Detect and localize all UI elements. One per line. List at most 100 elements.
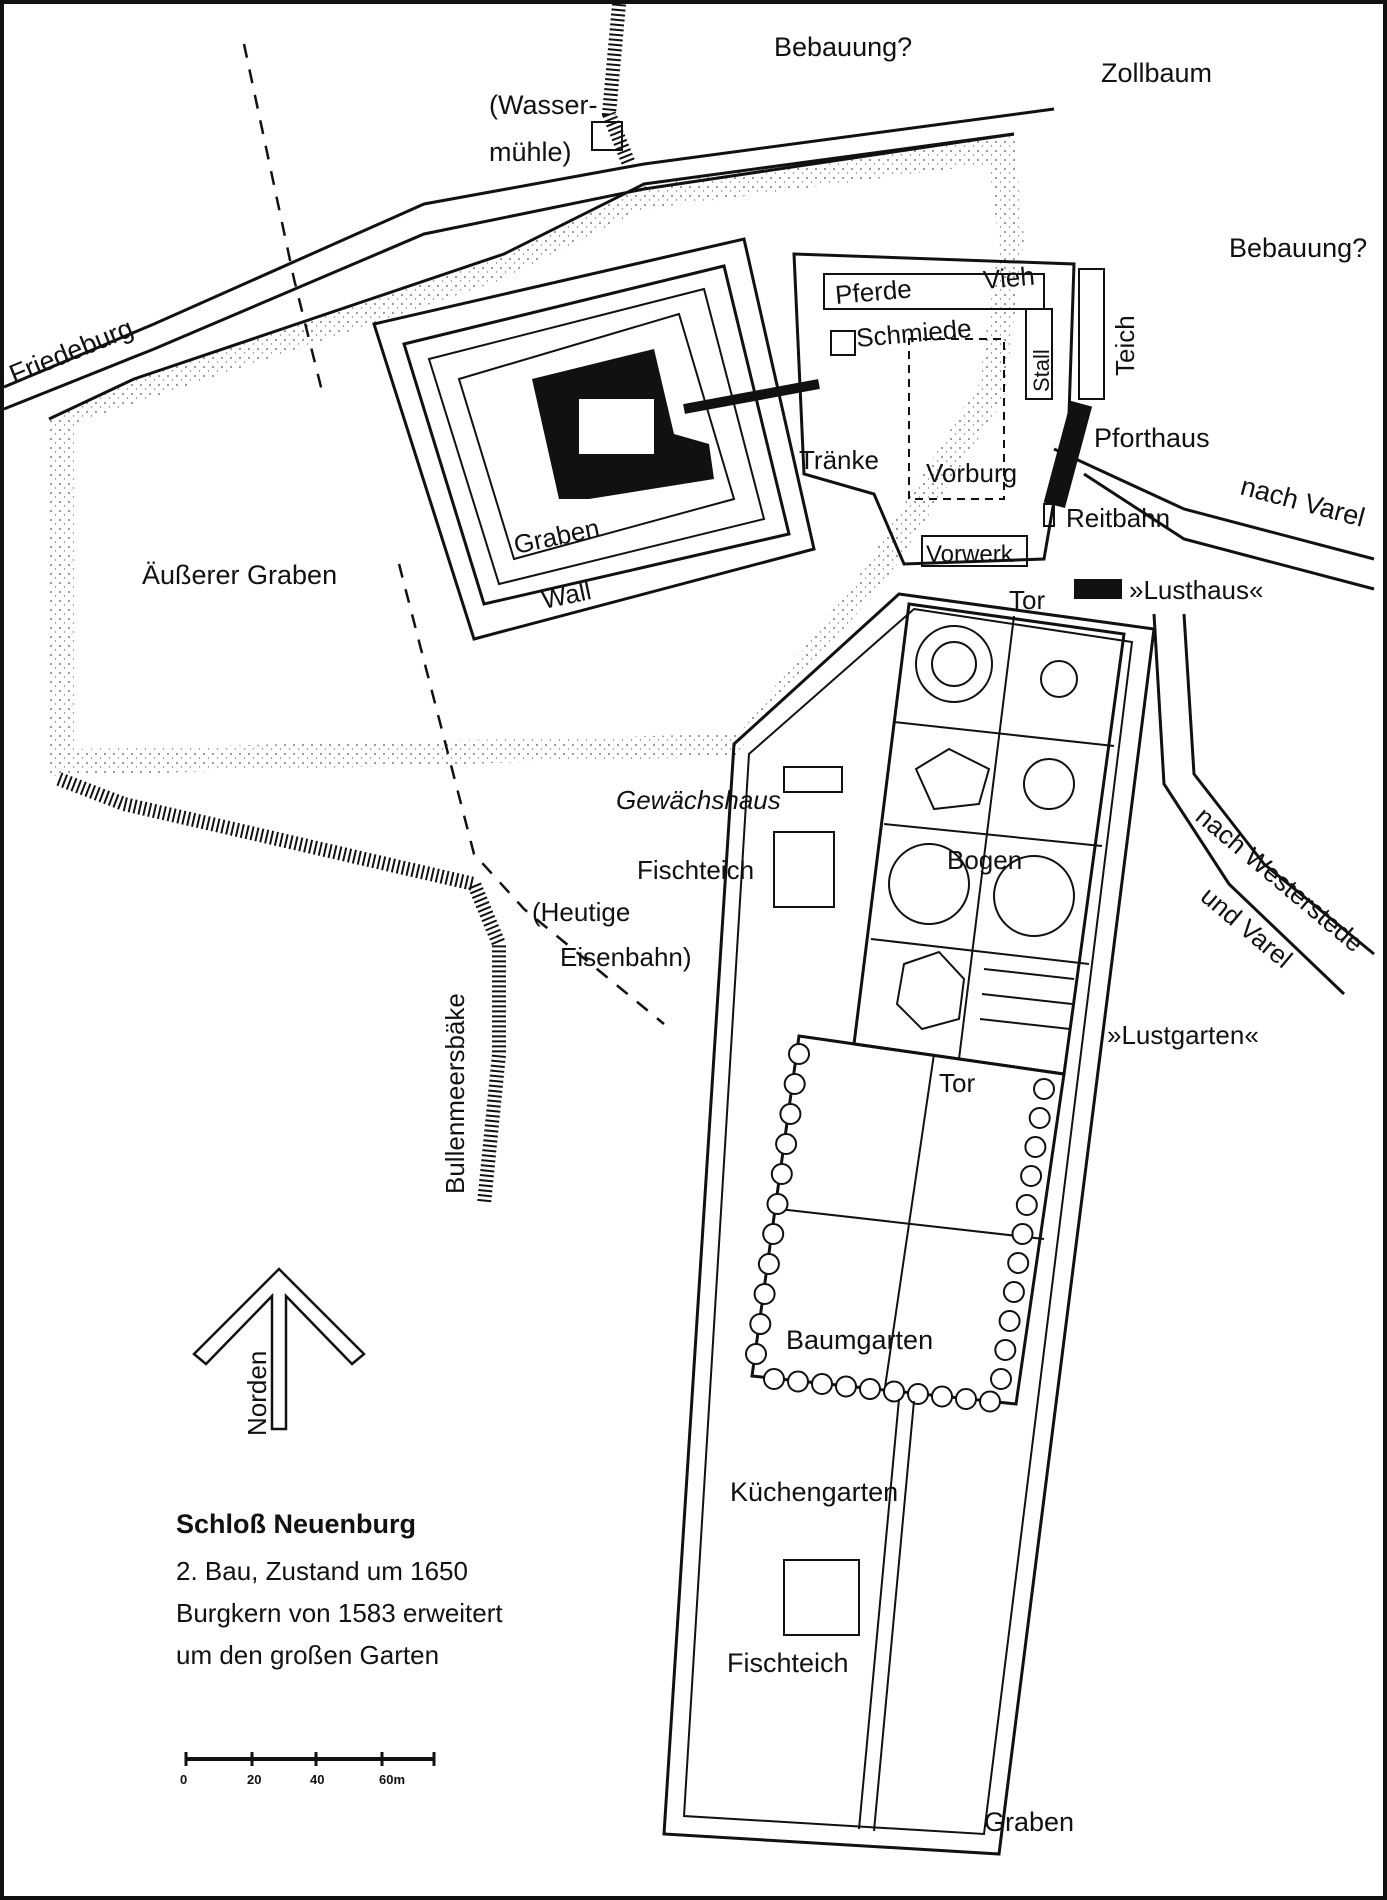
tree-circle [998, 1310, 1021, 1332]
bullenmeersbaeke-stream [56, 772, 506, 1205]
tree-circle [1028, 1107, 1051, 1129]
label-pforthaus: Pforthaus [1094, 423, 1210, 453]
tree-circle [955, 1388, 977, 1410]
legend-line-3: um den großen Garten [176, 1640, 440, 1670]
road-friedeburg-edge [4, 132, 1015, 411]
road-varel-edge [1083, 472, 1375, 591]
parterre-stripes [979, 968, 1075, 1030]
label-baumgarten: Baumgarten [786, 1325, 933, 1355]
tree-circle [770, 1163, 793, 1185]
north-arrow-icon [192, 1267, 366, 1431]
label-lusthaus: »Lusthaus« [1129, 575, 1263, 605]
lustgarten-area [852, 602, 1126, 1076]
tree-circle [775, 1133, 798, 1155]
label-kuechengarten: Küchengarten [730, 1477, 898, 1507]
tree-circle [1015, 1194, 1038, 1216]
tree-circle [811, 1373, 833, 1395]
tree-circle [1024, 1136, 1047, 1158]
parterre-circle-left [888, 843, 970, 925]
gewaechshaus-building [783, 766, 843, 793]
outer-moat-boundary [48, 132, 1015, 421]
reitbahn-marker [1043, 503, 1055, 527]
label-tor-north: Tor [1009, 585, 1045, 615]
fischteich-north-pond [773, 831, 835, 908]
lusthaus-building [1074, 579, 1122, 599]
garden-inner [682, 607, 1134, 1836]
tree-circle [1007, 1252, 1030, 1274]
burg-courtyard [579, 399, 654, 454]
outer-meadow [74, 164, 999, 749]
label-burg: Burg [589, 410, 646, 440]
tree-circle [745, 1343, 767, 1365]
burg-rampart-wall [402, 264, 791, 606]
label-pferde: Pferde [834, 273, 913, 310]
lustgarten-divider-v [958, 615, 1015, 1060]
railway-dashed-1 [242, 43, 326, 400]
burg-bridge [683, 379, 820, 414]
scale-tick-40: 40 [310, 1772, 324, 1787]
road-varel [1053, 447, 1375, 561]
tree-circle [749, 1313, 772, 1335]
tree-circle [1011, 1223, 1034, 1245]
lustgarten-divider-1 [893, 721, 1115, 747]
tree-circle [979, 1390, 1001, 1413]
label-graben-south: Graben [984, 1807, 1074, 1837]
tree-circle [931, 1385, 953, 1408]
tree-circle [907, 1383, 929, 1405]
tree-circle [1002, 1281, 1025, 1303]
label-friedeburg: Friedeburg [5, 313, 137, 390]
vorburg-yard [908, 338, 1005, 500]
burg-graben-inner [427, 287, 766, 586]
parterre-wheel-inner [931, 641, 977, 687]
tree-circle [990, 1368, 1012, 1390]
label-tor-south: Tor [939, 1068, 975, 1098]
label-vorwerk: Vorwerk [926, 541, 1014, 568]
label-bogen: Bogen [947, 845, 1022, 875]
pforthaus-building [1043, 400, 1093, 509]
parterre-wheel [915, 625, 993, 703]
mill-stream [601, 4, 636, 167]
tree-circle [757, 1253, 780, 1275]
schmiede-building [830, 330, 856, 356]
kuechengarten-path [858, 1398, 900, 1830]
label-fischteich-south: Fischteich [727, 1648, 849, 1678]
scale-tick-20: 20 [247, 1772, 261, 1787]
tree-circle [753, 1283, 776, 1305]
label-fischteich-north: Fischteich [637, 855, 754, 885]
label-zollbaum: Zollbaum [1101, 58, 1212, 88]
garden-outer-moat [662, 592, 1156, 1856]
legend-title: Schloß Neuenburg [176, 1509, 417, 1539]
baumgarten-divider-h [778, 1208, 1045, 1240]
parterre-octagon [895, 950, 966, 1031]
vorwerk-building [921, 535, 1028, 567]
tree-circle [762, 1223, 785, 1245]
tree-circle [763, 1368, 785, 1390]
scale-tick-0: 0 [180, 1772, 187, 1787]
tree-circle [994, 1339, 1017, 1361]
vorburg-enclosure [792, 252, 1076, 566]
road-westerstede [1152, 613, 1346, 996]
burg-rampart-outer [372, 237, 816, 641]
label-bullenmeersbaeke: Bullenmeersbäke [440, 993, 470, 1194]
label-traenke: Tränke [799, 445, 879, 475]
pferde-vieh-stable [823, 273, 1045, 310]
tree-circle [787, 1370, 809, 1393]
label-aeusserer-graben: Äußerer Graben [142, 560, 337, 590]
legend-line-2: Burgkern von 1583 erweitert [176, 1598, 503, 1628]
label-norden: Norden [242, 1351, 272, 1436]
label-wassermuehle-2: mühle) [489, 137, 572, 167]
label-heutige-1: (Heutige [532, 897, 630, 927]
fischteich-south-pond [783, 1559, 860, 1636]
lustgarten-divider-2 [883, 823, 1103, 847]
label-reitbahn: Reitbahn [1066, 503, 1170, 533]
scale-tick-60m: 60m [379, 1772, 405, 1787]
tree-circle [766, 1193, 789, 1215]
tree-circle [783, 1073, 806, 1095]
tree-circle [1033, 1078, 1055, 1100]
map-legend: Schloß Neuenburg 2. Bau, Zustand um 1650… [176, 1509, 503, 1676]
lustgarten-divider-3 [870, 938, 1090, 965]
label-vieh: Vieh [982, 261, 1036, 295]
castle-plan-map: 0 20 40 60m Bebauung? Zollbaum (Wasser- … [4, 4, 1375, 1856]
label-gewaechshaus: Gewächshaus [616, 785, 781, 815]
tree-circle [1020, 1165, 1043, 1187]
